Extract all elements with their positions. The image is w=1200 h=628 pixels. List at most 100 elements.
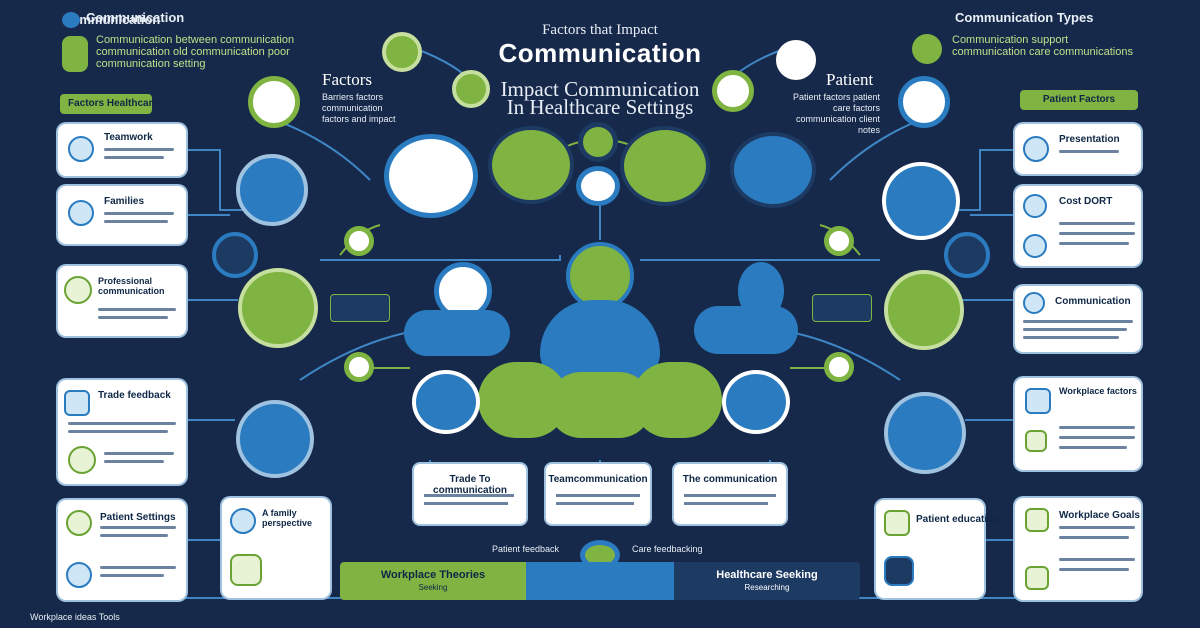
right-card-3[interactable]: Communication — [1015, 286, 1141, 352]
device-circle — [882, 162, 960, 240]
head-icon — [248, 76, 300, 128]
text-line — [98, 308, 176, 311]
text-line — [1023, 320, 1133, 323]
info-icon — [1023, 292, 1045, 314]
group-circle — [212, 232, 258, 278]
text-line — [1059, 232, 1135, 235]
nurse-circle — [236, 400, 314, 478]
text-line — [104, 452, 174, 455]
text-line — [98, 316, 168, 319]
title-sub-2: In Healthcare Settings — [506, 95, 694, 119]
family-icon — [68, 200, 94, 226]
card-title: Communication — [1055, 296, 1131, 307]
right-card-2[interactable]: Cost DORT — [1015, 186, 1141, 266]
leaf-icon — [382, 32, 422, 72]
left-card-3[interactable]: Professional communication — [58, 266, 186, 336]
text-line — [104, 148, 174, 151]
text-line — [424, 494, 514, 497]
left-card-1[interactable]: Teamwork — [58, 124, 186, 176]
mid-card-3[interactable]: The communication — [674, 464, 786, 524]
footer-note: Workplace ideas Tools — [30, 612, 120, 622]
right-cloud — [694, 306, 798, 354]
patient-note: Patient factors patient care factors com… — [792, 92, 880, 135]
title-small: Factors that Impact — [542, 22, 658, 38]
text-line — [556, 502, 634, 505]
center-body — [540, 300, 660, 380]
left-card-4[interactable]: Trade feedback — [58, 380, 186, 484]
right-top-note: Communication support communication care… — [952, 34, 1133, 58]
text-line — [68, 430, 168, 433]
text-line — [100, 526, 176, 529]
right-mini-note — [812, 294, 872, 322]
people-icon — [1025, 566, 1049, 590]
leaf-badge-icon — [68, 446, 96, 474]
text-line — [424, 502, 508, 505]
text-line — [100, 574, 164, 577]
right-card-5[interactable]: Workplace Goals — [1015, 498, 1141, 600]
text-line — [1059, 426, 1135, 429]
right-pill: Patient Factors — [1020, 90, 1138, 110]
text-line — [1059, 436, 1135, 439]
flower-icon — [776, 40, 816, 80]
caption-right: Care feedbacking — [632, 544, 703, 554]
factors-heading: Factors — [322, 70, 373, 89]
chat-bubble-icon — [64, 390, 90, 416]
card-title: Patient education — [916, 514, 1000, 525]
right-card-4[interactable]: Workplace factors — [1015, 378, 1141, 470]
bar-label: Workplace Theories — [380, 569, 486, 581]
patient-heading: Patient — [826, 70, 874, 89]
shield-icon — [230, 554, 262, 586]
mid-card-1[interactable]: Trade To communication — [414, 464, 526, 524]
card-title: Trade feedback — [98, 390, 171, 401]
robot-circle — [884, 392, 966, 474]
clipboard-icon — [1023, 234, 1047, 258]
text-line — [1059, 242, 1129, 245]
bottom-right-card[interactable]: Patient education — [876, 500, 999, 598]
sprout-icon — [344, 352, 374, 382]
card-title: Teamcommunication — [548, 474, 648, 485]
toggle-icon — [1025, 430, 1047, 452]
person-icon — [62, 36, 88, 72]
card-title: Teamwork — [104, 132, 153, 143]
left-card-5[interactable]: Patient Settings — [58, 500, 186, 600]
book-icon — [1025, 508, 1049, 532]
group-circle-right — [944, 232, 990, 278]
text-line — [68, 422, 176, 425]
factors-note: Barriers factors communication factors a… — [322, 92, 396, 124]
person-circle — [236, 154, 308, 226]
lobe-right — [632, 362, 722, 438]
green-bubble-right — [620, 126, 710, 206]
text-line — [684, 502, 768, 505]
text-line — [1059, 222, 1135, 225]
left-mini-note — [330, 294, 390, 322]
left-corner-label: Communication — [62, 12, 161, 27]
left-top-note: Communication between communication comm… — [96, 34, 295, 70]
bottom-left-card[interactable]: A family perspective — [222, 498, 330, 598]
card-title: A family perspective — [262, 508, 313, 528]
text-line — [1059, 526, 1135, 529]
left-card-2[interactable]: Families — [58, 186, 186, 244]
right-card-1[interactable]: Presentation — [1015, 124, 1141, 174]
sprout-icon-right — [824, 352, 854, 382]
leaf-icon — [64, 276, 92, 304]
chat-icon — [912, 34, 942, 64]
message-bubble — [384, 134, 478, 218]
title-sub-1: Impact Communication — [500, 77, 700, 101]
card-title: Cost DORT — [1059, 196, 1113, 207]
heart-hand-icon — [452, 70, 490, 108]
people-icon — [230, 508, 256, 534]
text-line — [1023, 336, 1119, 339]
bottom-bar-center — [526, 562, 674, 600]
card-title: The communication — [682, 474, 778, 485]
doctor-circle — [238, 268, 318, 348]
blue-bubble-right — [730, 132, 816, 208]
bar-label: Healthcare Seeking — [716, 569, 818, 581]
text-line — [104, 212, 174, 215]
bell-icon — [66, 510, 92, 536]
text-line — [104, 220, 168, 223]
text-line — [684, 494, 776, 497]
text-line — [1059, 150, 1119, 153]
stat-circle-left — [412, 370, 480, 434]
card-title: Workplace Goals — [1059, 510, 1140, 521]
mid-card-2[interactable]: Teamcommunication — [546, 464, 650, 524]
